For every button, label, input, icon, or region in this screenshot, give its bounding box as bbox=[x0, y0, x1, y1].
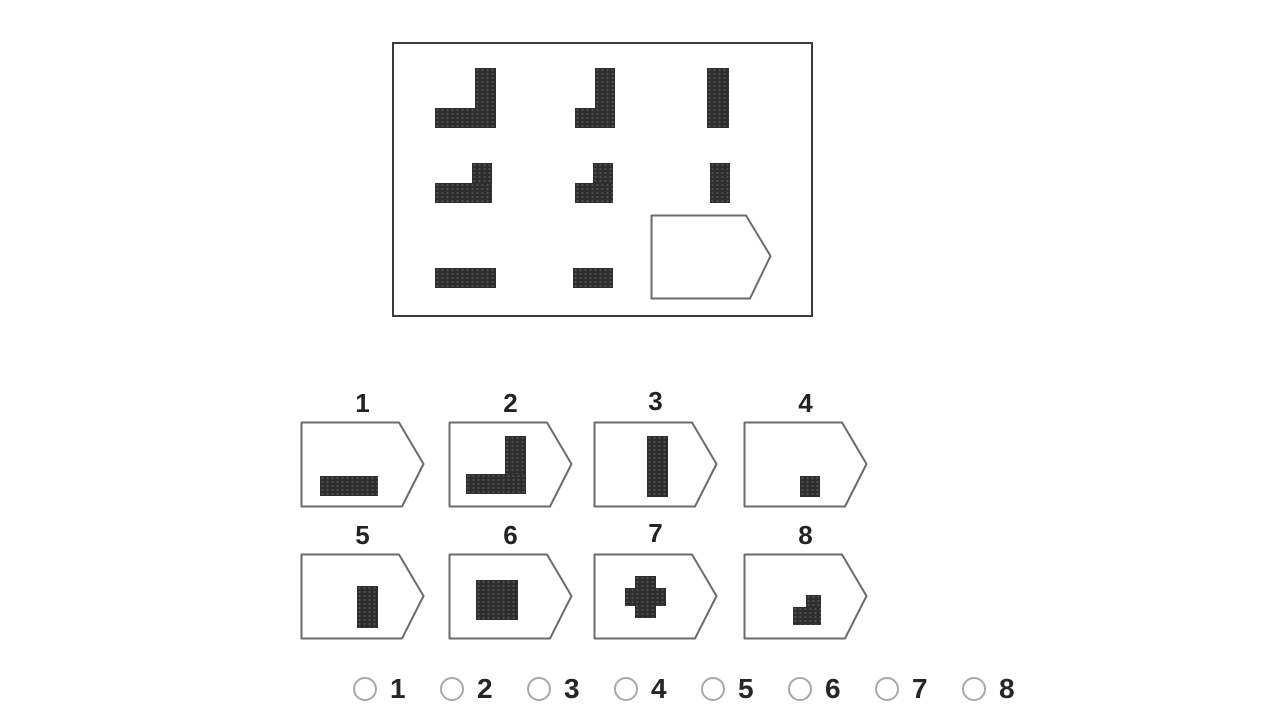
radio-label-2: 2 bbox=[477, 673, 493, 704]
radio-button-3[interactable] bbox=[527, 677, 551, 701]
radio-button-8[interactable] bbox=[962, 677, 986, 701]
option-5-small-vertical-rectangle bbox=[357, 586, 378, 628]
option-8-tag-outline bbox=[743, 553, 868, 640]
answer-choice-8[interactable]: 8 bbox=[962, 673, 1015, 704]
option-4-small-square bbox=[800, 476, 820, 497]
answer-choice-6[interactable]: 6 bbox=[788, 673, 841, 704]
option-8-step-top-part bbox=[806, 595, 821, 608]
answer-choice-4[interactable]: 4 bbox=[614, 673, 667, 704]
radio-button-2[interactable] bbox=[440, 677, 464, 701]
option-1-number: 1 bbox=[355, 388, 370, 418]
matrix-r1c3-vertical-bar bbox=[707, 68, 729, 128]
matrix-r2c2-l-horizontal-arm bbox=[575, 183, 613, 203]
radio-label-1: 1 bbox=[390, 673, 406, 704]
matrix-r2c1-l-horizontal-arm bbox=[435, 183, 492, 203]
answer-choice-3[interactable]: 3 bbox=[527, 673, 580, 704]
radio-button-4[interactable] bbox=[614, 677, 638, 701]
option-2-l-horizontal-arm bbox=[466, 474, 526, 494]
answer-choice-5[interactable]: 5 bbox=[701, 673, 754, 704]
option-4-number: 4 bbox=[798, 388, 813, 418]
answer-choice-1[interactable]: 1 bbox=[353, 673, 406, 704]
radio-button-6[interactable] bbox=[788, 677, 812, 701]
matrix-r3c2-horizontal-bar bbox=[573, 268, 613, 288]
matrix-r1c2-l-horizontal-arm bbox=[575, 108, 615, 128]
option-5-number: 5 bbox=[355, 520, 370, 550]
option-8-step-bottom-part bbox=[793, 607, 821, 625]
matrix-r3c1-horizontal-bar bbox=[435, 268, 496, 288]
radio-label-5: 5 bbox=[738, 673, 754, 704]
option-6-number: 6 bbox=[503, 520, 518, 550]
option-7-number: 7 bbox=[648, 518, 663, 548]
radio-button-7[interactable] bbox=[875, 677, 899, 701]
radio-label-4: 4 bbox=[651, 673, 667, 704]
radio-button-1[interactable] bbox=[353, 677, 377, 701]
radio-label-3: 3 bbox=[564, 673, 580, 704]
radio-label-8: 8 bbox=[999, 673, 1015, 704]
answer-choice-7[interactable]: 7 bbox=[875, 673, 928, 704]
option-6-square bbox=[476, 580, 518, 620]
option-7-cross-horizontal-arm bbox=[625, 588, 666, 606]
matrix-r2c3-vertical-bar bbox=[710, 163, 730, 203]
option-3-vertical-bar bbox=[647, 436, 668, 497]
radio-button-5[interactable] bbox=[701, 677, 725, 701]
option-3-number: 3 bbox=[648, 386, 663, 416]
matrix-missing-piece-outline bbox=[650, 214, 772, 300]
answer-choice-2[interactable]: 2 bbox=[440, 673, 493, 704]
matrix-r1c1-l-horizontal-arm bbox=[435, 108, 496, 128]
option-8-number: 8 bbox=[798, 520, 813, 550]
option-4-tag-outline bbox=[743, 421, 868, 508]
radio-label-7: 7 bbox=[912, 673, 928, 704]
option-2-number: 2 bbox=[503, 388, 518, 418]
option-1-horizontal-bar bbox=[320, 476, 378, 496]
radio-label-6: 6 bbox=[825, 673, 841, 704]
